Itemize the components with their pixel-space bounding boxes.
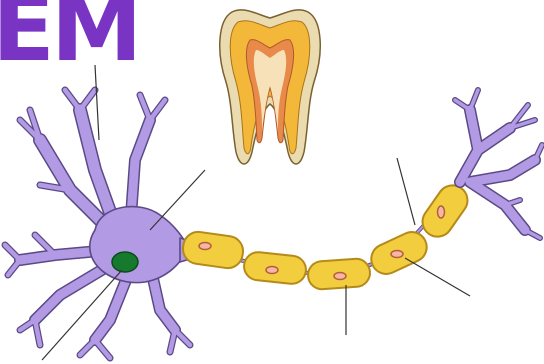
tooth-illustration [220, 10, 321, 164]
axon-terminals [455, 90, 542, 238]
pointer-line [405, 258, 470, 296]
cell-body [90, 207, 188, 283]
nucleus-icon [112, 252, 138, 272]
pointer-line [397, 158, 415, 225]
pointer-line [150, 170, 205, 230]
page-title: EM [0, 0, 138, 82]
axon [181, 179, 473, 290]
neuron-illustration [5, 90, 200, 358]
myelin-segment [181, 230, 245, 270]
myelin-sheath [181, 179, 473, 290]
